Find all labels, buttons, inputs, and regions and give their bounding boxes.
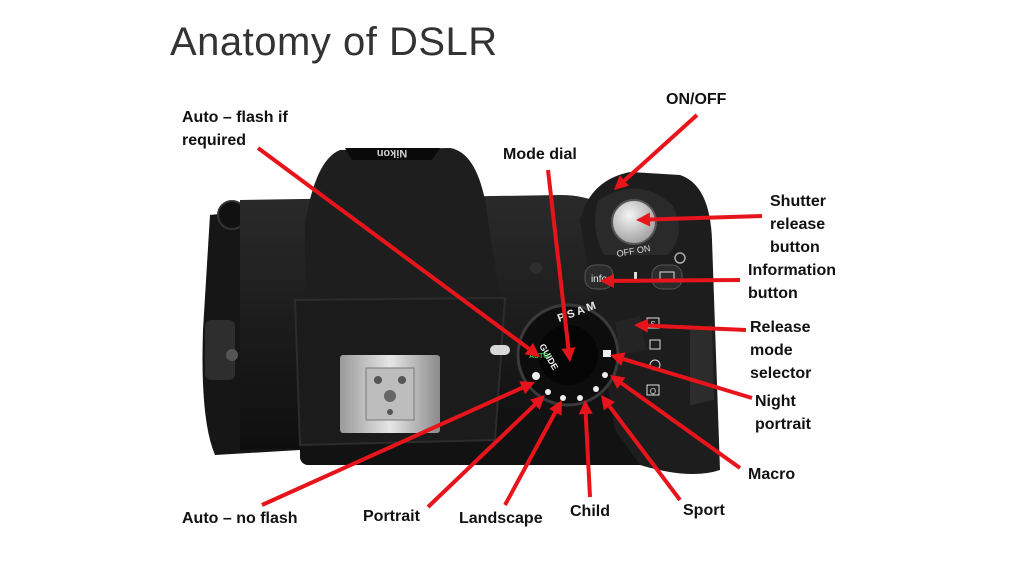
arrowhead-night-portrait bbox=[610, 352, 626, 366]
arrowhead-release-mode bbox=[634, 318, 649, 333]
arrowhead-portrait bbox=[530, 395, 545, 410]
arrowhead-auto-flash bbox=[524, 343, 540, 357]
label-auto-no-flash: Auto – no flash bbox=[182, 510, 298, 527]
arrow-macro bbox=[620, 381, 742, 470]
arrow-information bbox=[613, 278, 741, 283]
arrow-sport bbox=[607, 404, 682, 502]
arrow-portrait bbox=[426, 403, 537, 509]
label-auto-flash: Auto – flash if required bbox=[182, 109, 288, 149]
svg-text:info: info bbox=[591, 274, 608, 285]
arrowhead-landscape bbox=[549, 400, 562, 416]
label-sport: Sport bbox=[683, 502, 725, 519]
arrow-release-mode bbox=[647, 323, 747, 332]
brand-logo: Nikon bbox=[376, 147, 407, 159]
arrow-auto-flash bbox=[256, 146, 530, 351]
arrow-mode-dial bbox=[546, 169, 571, 349]
arrow-child bbox=[583, 413, 592, 498]
arrowhead-mode-dial bbox=[561, 347, 576, 362]
arrowhead-information bbox=[600, 273, 615, 288]
arrow-landscape bbox=[503, 411, 558, 506]
arrowhead-shutter bbox=[636, 212, 651, 227]
arrow-night-portrait bbox=[622, 357, 753, 400]
label-night-portrait: Night portrait bbox=[755, 393, 811, 433]
svg-text:Q: Q bbox=[650, 387, 656, 396]
arrowhead-sport bbox=[601, 395, 616, 411]
label-landscape: Landscape bbox=[459, 510, 543, 527]
label-child: Child bbox=[570, 503, 610, 520]
arrowhead-auto-no-flash bbox=[519, 381, 535, 395]
shutter-button-assembly: OFF ON bbox=[595, 188, 686, 264]
label-information-button: Information button bbox=[748, 262, 836, 302]
arrow-on-off bbox=[623, 113, 699, 183]
arrowhead-child bbox=[578, 400, 593, 415]
page-title: Anatomy of DSLR bbox=[170, 20, 498, 64]
label-on-off: ON/OFF bbox=[666, 91, 727, 108]
label-portrait: Portrait bbox=[363, 508, 420, 525]
arrow-shutter bbox=[649, 214, 763, 222]
label-shutter-release: Shutter release button bbox=[770, 193, 826, 256]
label-release-mode: Release mode selector bbox=[750, 319, 812, 382]
arrowhead-on-off bbox=[614, 175, 630, 190]
arrowhead-macro bbox=[610, 375, 626, 389]
arrows bbox=[256, 113, 763, 509]
label-mode-dial: Mode dial bbox=[503, 146, 577, 163]
arrow-auto-no-flash bbox=[261, 385, 524, 507]
label-macro: Macro bbox=[748, 466, 796, 483]
